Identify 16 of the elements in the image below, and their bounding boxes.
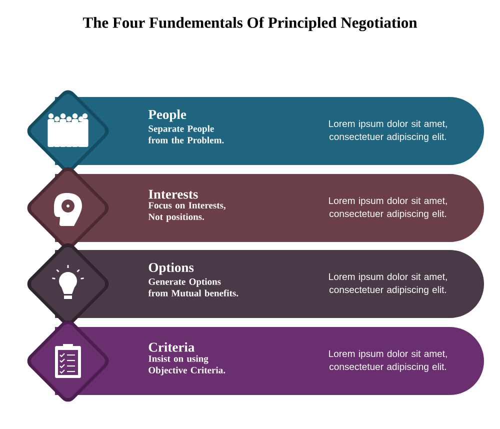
subtitle: Insist on using Objective Criteria. [148,355,226,376]
description: Lorem ipsum dolor sit amet, consectetuer adipiscing elit. [329,120,447,142]
band [27,243,484,325]
heading: Criteria [148,342,194,352]
title: The Four Fundementals Of Principled Negotiation [82,16,418,32]
heading: People [148,110,186,122]
description: Lorem ipsum dolor sit amet, consectetuer adipiscing elit. [329,197,447,219]
heading: Interests [148,190,198,199]
band [27,90,484,172]
subtitle: Focus on Interests, Not positions. [148,202,226,222]
band [27,320,484,402]
heading: Options [148,262,194,275]
subtitle: Separate People from the Problem. [148,125,224,144]
subtitle: Generate Options from Mutual benefits. [148,278,238,296]
description: Lorem ipsum dolor sit amet, consectetuer adipiscing elit. [329,350,447,372]
description: Lorem ipsum dolor sit amet, consectetuer adipiscing elit. [329,273,447,295]
